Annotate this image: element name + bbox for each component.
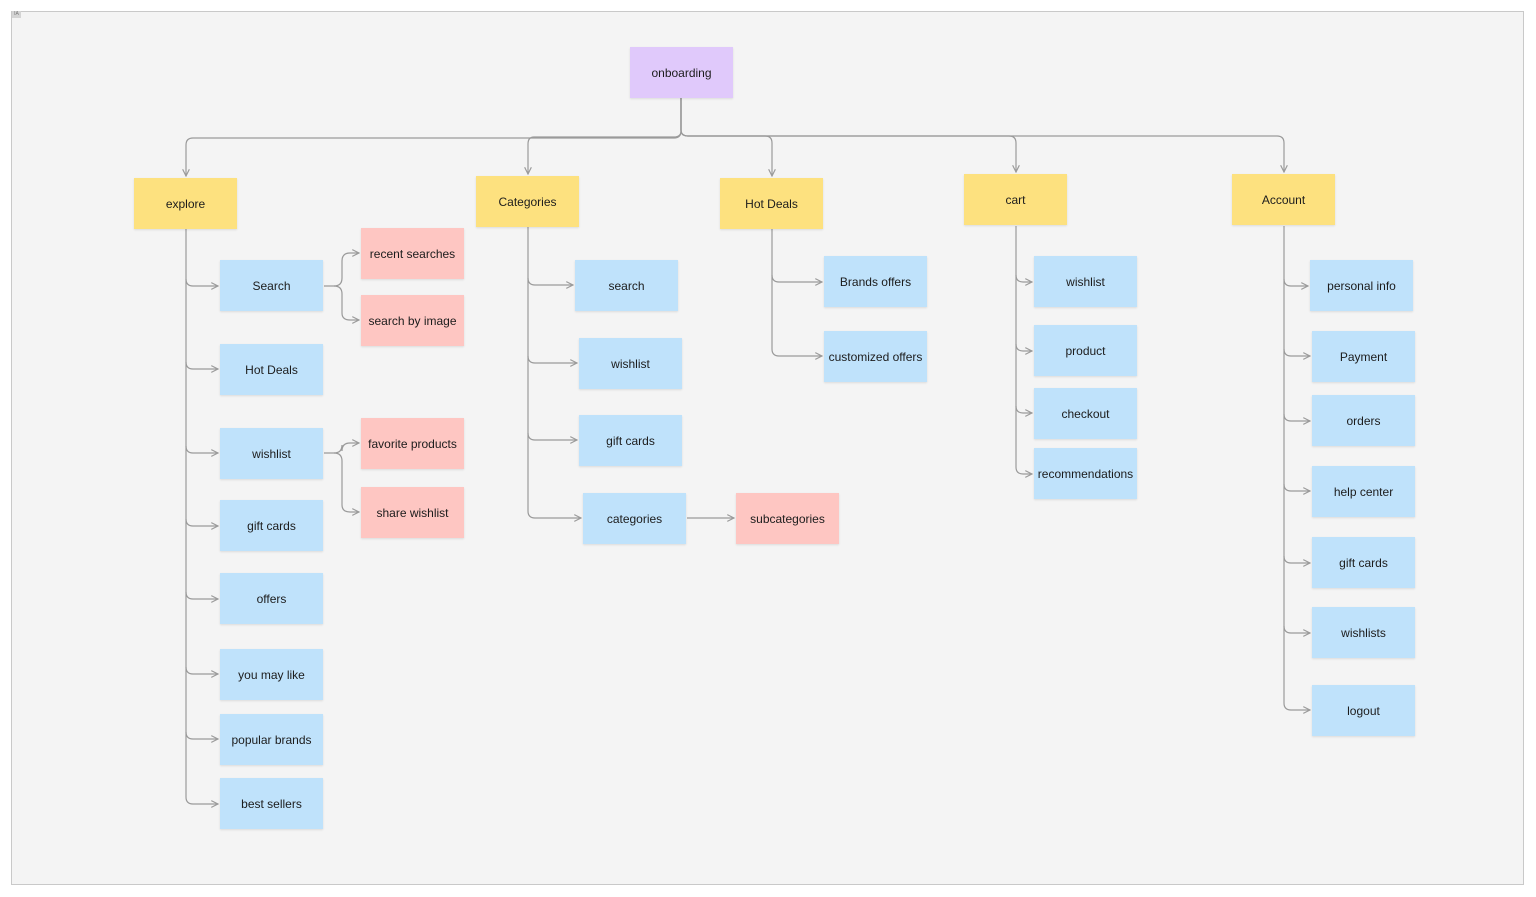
node-categories[interactable]: Categories	[476, 176, 579, 227]
edge-categories-trunk	[527, 227, 581, 518]
node-cart-product[interactable]: product	[1034, 325, 1137, 376]
node-categories-gift-cards[interactable]: gift cards	[579, 415, 682, 466]
edge-categories-wishlist	[527, 355, 577, 363]
node-explore-best-sellers[interactable]: best sellers	[220, 778, 323, 829]
edge-cart-wishlist	[1015, 274, 1032, 282]
edge-cart-product	[1015, 343, 1032, 351]
edge-explore-hotdeals	[185, 361, 218, 369]
edge-explore-popularbrands	[185, 731, 218, 739]
edge-explore-offers	[185, 591, 218, 599]
node-explore-hot-deals[interactable]: Hot Deals	[220, 344, 323, 395]
node-cart-checkout[interactable]: checkout	[1034, 388, 1137, 439]
node-customized-offers[interactable]: customized offers	[824, 331, 927, 382]
edge-explore-trunk	[185, 229, 218, 804]
node-brands-offers[interactable]: Brands offers	[824, 256, 927, 307]
edge-wishlist-favorite	[324, 443, 359, 454]
node-account-logout[interactable]: logout	[1312, 685, 1415, 736]
edge-onboarding-hotdeals	[680, 98, 772, 176]
node-categories-search[interactable]: search	[575, 260, 678, 311]
edge-account-personalinfo	[1283, 278, 1308, 286]
edge-explore-giftcards	[185, 518, 218, 526]
node-explore-search[interactable]: Search	[220, 260, 323, 311]
edge-explore-wishlist	[185, 445, 218, 453]
edge-search-recent	[324, 253, 359, 287]
edge-account-wishlists	[1283, 625, 1310, 633]
node-account-personal-info[interactable]: personal info	[1310, 260, 1413, 311]
node-explore-offers[interactable]: offers	[220, 573, 323, 624]
node-explore-popular-brands[interactable]: popular brands	[220, 714, 323, 765]
node-search-by-image[interactable]: search by image	[361, 295, 464, 346]
node-account-gift-cards[interactable]: gift cards	[1312, 537, 1415, 588]
edge-account-giftcards	[1283, 555, 1310, 563]
node-categories-categories[interactable]: categories	[583, 493, 686, 544]
edge-account-trunk	[1283, 226, 1310, 710]
edge-explore-youmaylike	[185, 666, 218, 674]
edge-cart-trunk	[1015, 226, 1032, 474]
node-cart-recommendations[interactable]: recommendations	[1034, 448, 1137, 499]
node-account-payment[interactable]: Payment	[1312, 331, 1415, 382]
node-cart-wishlist[interactable]: wishlist	[1034, 256, 1137, 307]
edge-wishlist-share	[333, 452, 359, 512]
edge-hotdeals-brands	[771, 274, 822, 282]
node-favorite-products[interactable]: favorite products	[361, 418, 464, 469]
node-categories-wishlist[interactable]: wishlist	[579, 338, 682, 389]
edge-explore-search	[185, 278, 218, 286]
edge-cart-checkout	[1015, 405, 1032, 413]
node-account-wishlists[interactable]: wishlists	[1312, 607, 1415, 658]
edge-account-helpcenter	[1283, 483, 1310, 491]
node-account-orders[interactable]: orders	[1312, 395, 1415, 446]
edge-onboarding-categories	[528, 98, 682, 174]
frame-label: IA	[12, 11, 21, 18]
node-recent-searches[interactable]: recent searches	[361, 228, 464, 279]
edge-account-orders	[1283, 413, 1310, 421]
node-share-wishlist[interactable]: share wishlist	[361, 487, 464, 538]
node-explore[interactable]: explore	[134, 178, 237, 229]
edge-hotdeals-trunk	[771, 229, 822, 356]
node-cart[interactable]: cart	[964, 174, 1067, 225]
edge-categories-giftcards	[527, 432, 577, 440]
edge-onboarding-cart	[680, 98, 1016, 172]
node-explore-wishlist[interactable]: wishlist	[220, 428, 323, 479]
node-subcategories[interactable]: subcategories	[736, 493, 839, 544]
edge-onboarding-account	[680, 98, 1284, 172]
edge-account-payment	[1283, 348, 1310, 356]
node-explore-gift-cards[interactable]: gift cards	[220, 500, 323, 551]
edge-search-image	[333, 285, 359, 320]
node-explore-you-may-like[interactable]: you may like	[220, 649, 323, 700]
node-onboarding[interactable]: onboarding	[630, 47, 733, 98]
edge-categories-search	[527, 277, 573, 285]
node-account-help-center[interactable]: help center	[1312, 466, 1415, 517]
node-hot-deals[interactable]: Hot Deals	[720, 178, 823, 229]
node-account[interactable]: Account	[1232, 174, 1335, 225]
